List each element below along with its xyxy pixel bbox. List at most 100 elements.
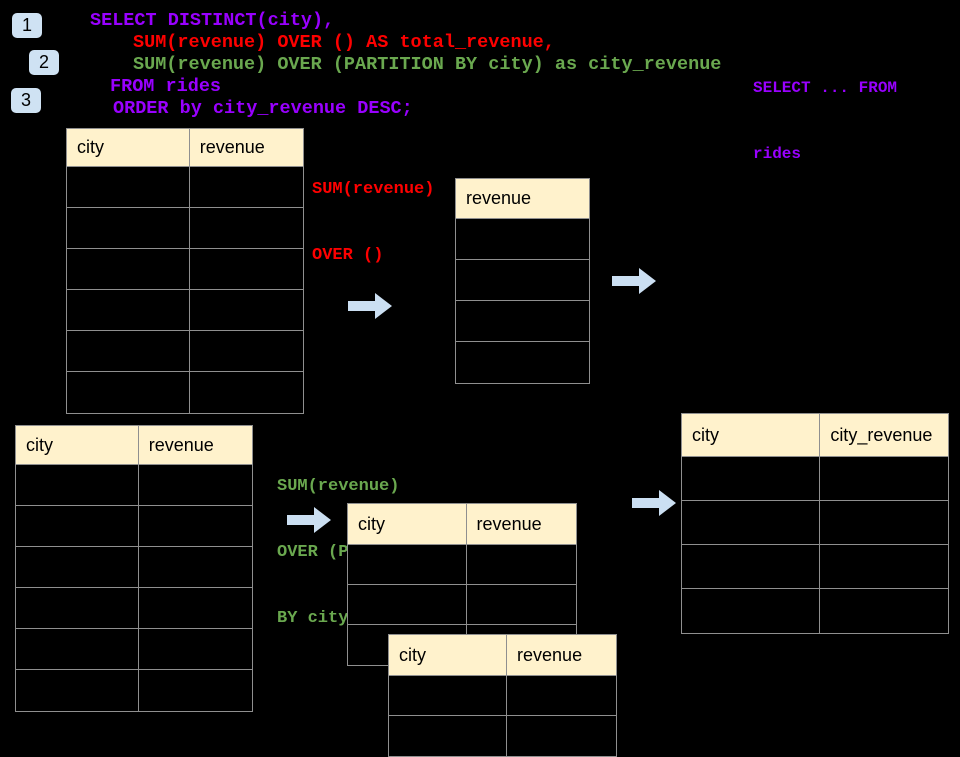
sql-code-line-4: FROM rides	[110, 76, 222, 97]
table-cell-empty	[682, 545, 821, 588]
table-cell-empty	[456, 301, 589, 341]
step-badge-1-label: 1	[21, 15, 32, 35]
table-header-row: city revenue	[16, 426, 252, 465]
arrow-source-to-partition-icon	[287, 507, 332, 533]
table-row	[16, 547, 252, 588]
partition-window-label-line-1: SUM(revenue)	[277, 477, 400, 496]
total-window-label-line-2: OVER ()	[312, 246, 384, 265]
column-header-revenue: revenue	[466, 188, 532, 208]
total-window-label-line-1: SUM(revenue)	[312, 180, 435, 199]
table-cell-empty	[820, 457, 948, 500]
table-cell-empty	[190, 290, 303, 330]
column-header-revenue: revenue	[148, 434, 214, 455]
sql-side-note-line-1: SELECT ... FROM	[753, 79, 898, 97]
sql-code-line-1: SELECT DISTINCT(city),	[90, 10, 335, 31]
table-cell-empty	[16, 670, 139, 711]
table-cell-empty	[456, 219, 589, 259]
table-cell-empty	[190, 208, 303, 248]
table-cell-empty	[67, 167, 190, 207]
column-header-revenue: revenue	[199, 137, 265, 157]
column-header-revenue: revenue	[476, 513, 542, 534]
step-badge-3-label: 3	[20, 90, 31, 110]
table-cell-empty	[682, 457, 821, 500]
table-cell-empty	[467, 545, 576, 584]
slide-canvas: { "colors": { "background": "#000000", "…	[11, 10, 949, 757]
table-cell-empty	[190, 372, 303, 413]
arrow-source-to-total-icon	[348, 293, 393, 319]
table-cell-empty	[16, 588, 139, 628]
table-cell-empty	[389, 716, 508, 756]
table-cell-empty	[820, 589, 948, 633]
table-cell-empty	[139, 506, 252, 546]
table-cell-empty	[16, 547, 139, 587]
table-row	[456, 342, 589, 383]
table-cell-empty	[139, 629, 252, 669]
column-header-city: city	[348, 504, 467, 544]
table-cell-empty	[348, 545, 467, 584]
sql-code-line-3: SUM(revenue) OVER (PARTITION BY city) as…	[133, 54, 722, 75]
step-badge-2-label: 2	[38, 52, 49, 72]
arrow-total-to-result-icon	[612, 268, 657, 294]
column-header-city: city	[67, 129, 190, 166]
table-cell-empty	[467, 585, 576, 624]
table-cell-empty	[507, 676, 616, 715]
table-row	[456, 301, 589, 342]
step-badge-2: 2	[29, 50, 59, 75]
table-cell-empty	[67, 290, 190, 330]
partition-window-label-line-3: BY city)	[277, 609, 359, 628]
source-table-top: city revenue	[66, 128, 304, 414]
table-header-row: city revenue	[348, 504, 576, 545]
sql-code-line-5: ORDER by city_revenue DESC;	[113, 98, 413, 119]
sql-side-note-line-2: rides	[753, 145, 802, 163]
table-row	[389, 676, 616, 716]
table-row	[67, 372, 303, 413]
column-header-revenue: revenue	[517, 644, 583, 665]
partition-overlay-table: city revenue	[388, 634, 617, 757]
table-cell-empty	[348, 585, 467, 624]
table-header-row: revenue	[456, 179, 589, 219]
table-cell-empty	[139, 588, 252, 628]
table-cell-empty	[190, 167, 303, 207]
table-row	[456, 260, 589, 301]
step-badge-3: 3	[11, 88, 41, 113]
table-row	[67, 167, 303, 208]
table-row	[682, 545, 948, 589]
table-cell-empty	[139, 670, 252, 711]
sql-code-line-2: SUM(revenue) OVER () AS total_revenue,	[133, 32, 555, 53]
table-cell-empty	[682, 501, 821, 544]
table-row	[682, 589, 948, 633]
table-cell-empty	[67, 331, 190, 371]
table-row	[67, 290, 303, 331]
table-row	[67, 208, 303, 249]
table-row	[16, 670, 252, 711]
table-cell-empty	[456, 342, 589, 383]
column-header-city: city	[16, 426, 139, 464]
sql-side-note: SELECT ... FROM rides	[753, 33, 897, 187]
column-header-city_revenue: city_revenue	[830, 424, 933, 445]
table-row	[16, 465, 252, 506]
table-row	[682, 457, 948, 501]
table-row	[456, 219, 589, 260]
table-cell-empty	[190, 249, 303, 289]
table-row	[67, 331, 303, 372]
table-cell-empty	[507, 716, 616, 756]
table-cell-empty	[820, 501, 948, 544]
total-window-label: SUM(revenue) OVER ()	[312, 135, 434, 289]
table-cell-empty	[820, 545, 948, 588]
table-cell-empty	[67, 249, 190, 289]
source-table-bottom: city revenue	[15, 425, 253, 712]
table-row	[348, 545, 576, 585]
table-header-row: city revenue	[67, 129, 303, 167]
table-cell-empty	[682, 589, 821, 633]
table-cell-empty	[139, 547, 252, 587]
table-cell-empty	[16, 629, 139, 669]
table-row	[16, 506, 252, 547]
table-row	[389, 716, 616, 756]
table-cell-empty	[190, 331, 303, 371]
table-cell-empty	[139, 465, 252, 505]
table-header-row: city revenue	[389, 635, 616, 676]
table-cell-empty	[456, 260, 589, 300]
column-header-city: city	[389, 635, 508, 675]
